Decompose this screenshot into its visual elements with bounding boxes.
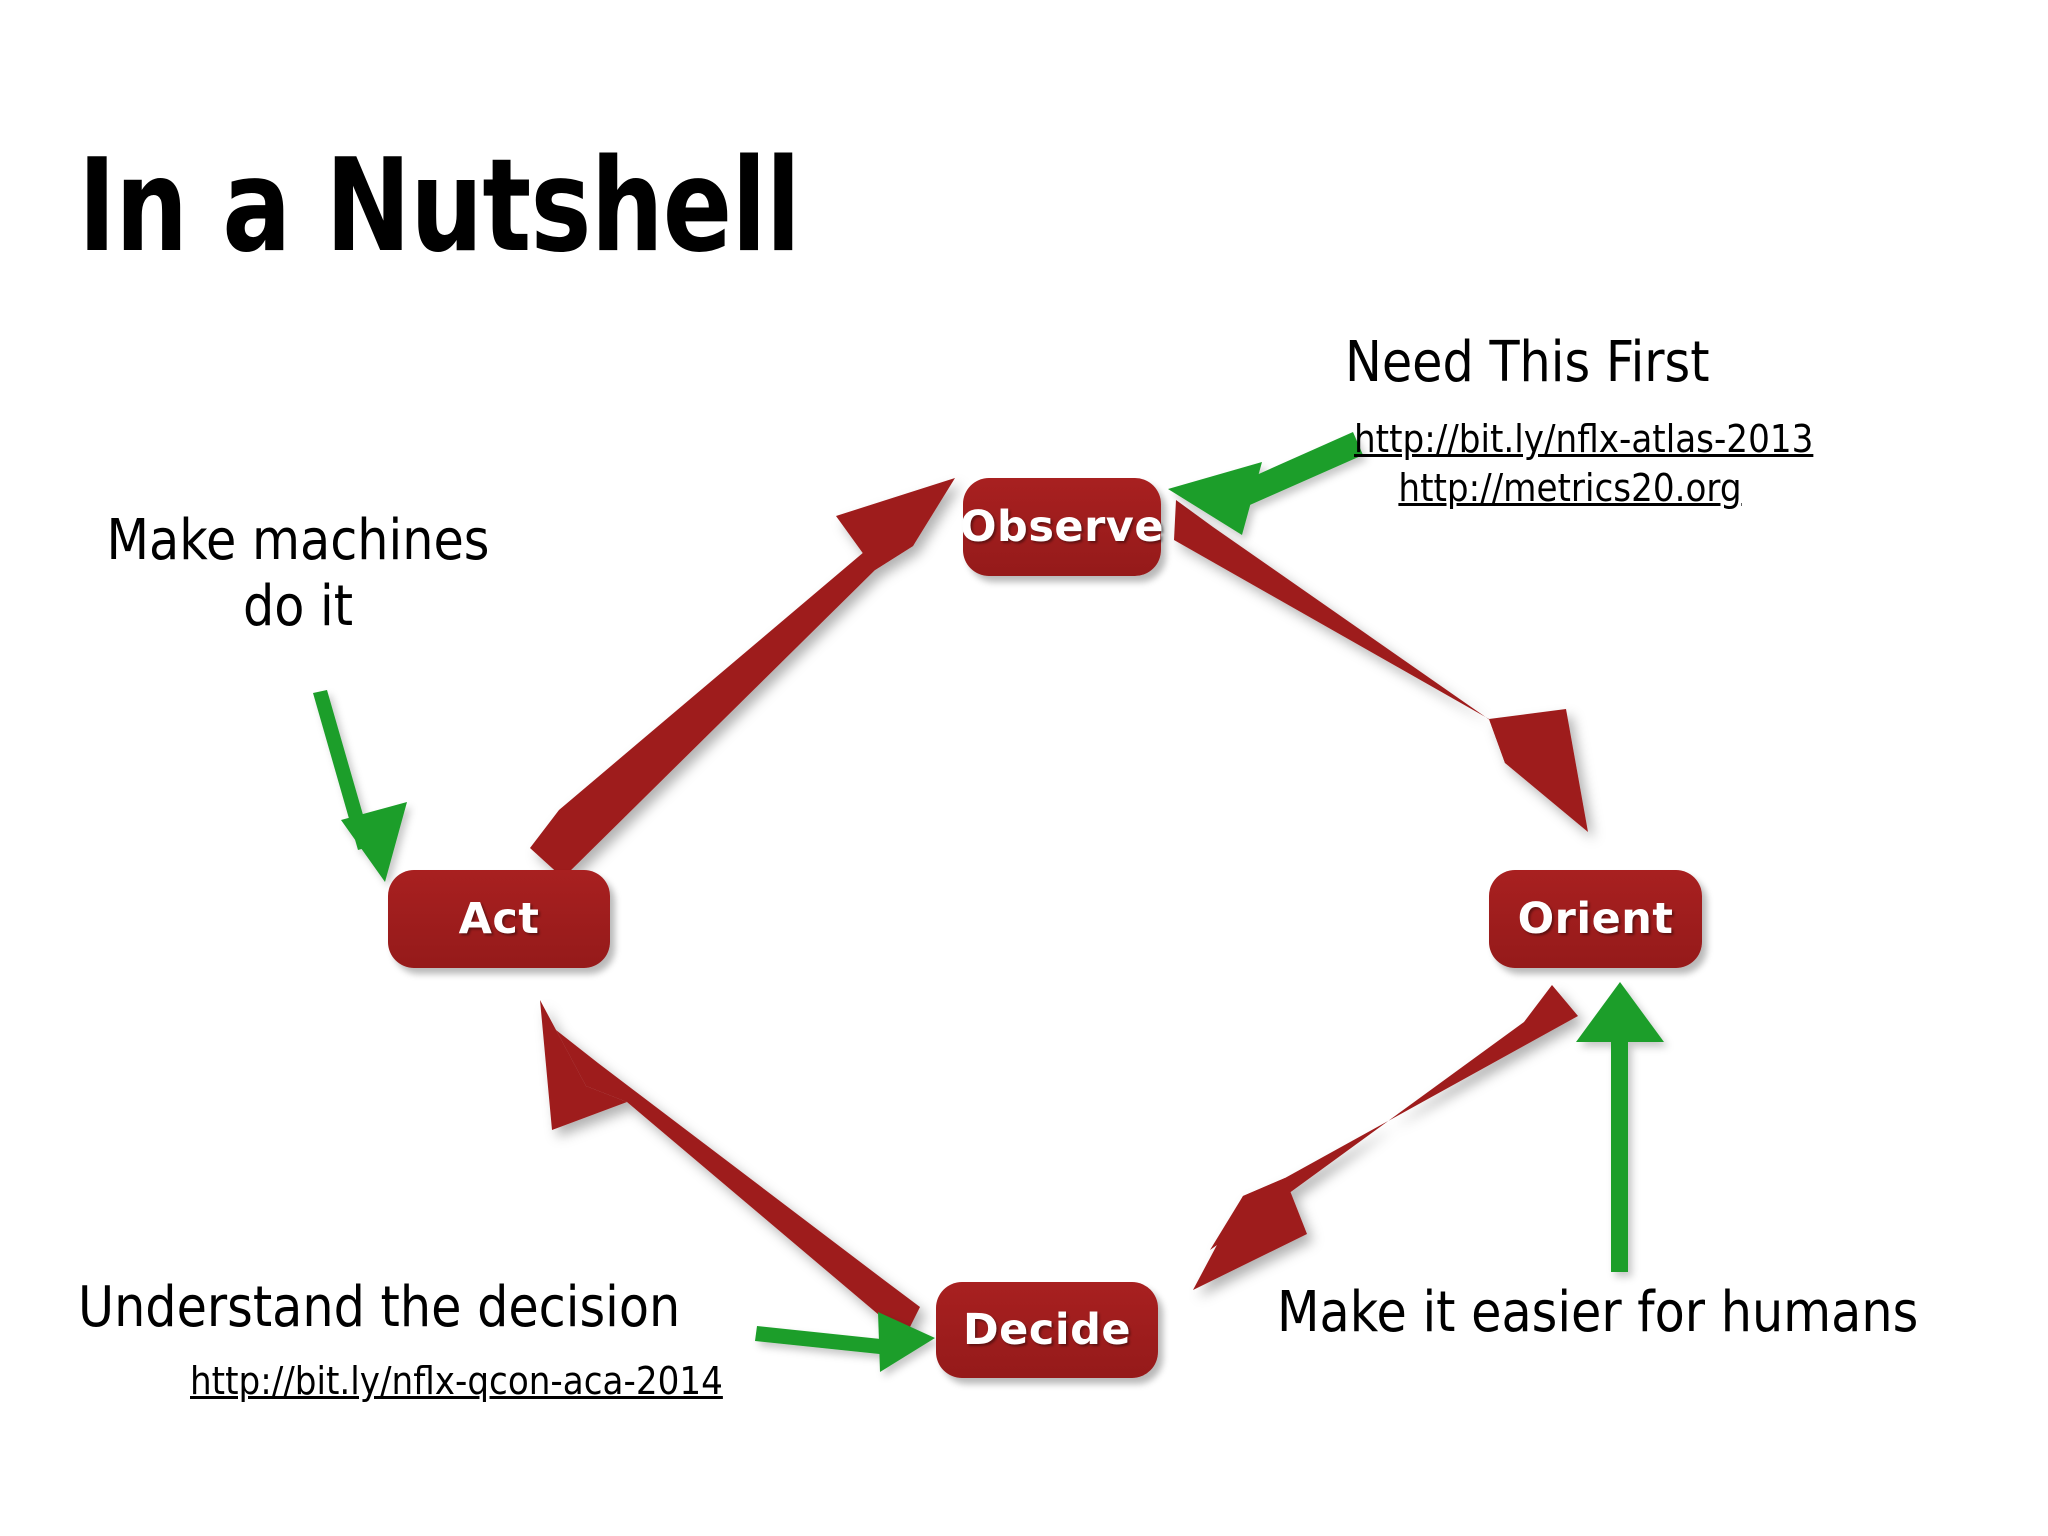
annotation-arrow-understand (755, 1312, 935, 1372)
url-metrics20-org[interactable]: http://metrics20.org (1398, 466, 1742, 511)
annotation-make-machines-line2: do it (242, 574, 354, 640)
loop-arrow-orient-to-decide (1193, 985, 1578, 1290)
node-act[interactable]: Act (388, 870, 610, 968)
node-observe-label: Observe (960, 502, 1164, 552)
node-observe[interactable]: Observe (960, 478, 1164, 576)
node-decide[interactable]: Decide (936, 1282, 1158, 1378)
annotation-arrow-easier-humans (1576, 982, 1664, 1272)
annotation-make-machines-line1: Make machines (106, 508, 490, 573)
loop-arrow-act-to-observe (530, 478, 955, 878)
loop-arrow-observe-to-orient (1174, 500, 1588, 832)
annotation-understand-label: Understand the decision (78, 1275, 681, 1340)
annotation-arrow-make-machines (313, 690, 407, 882)
node-act-label: Act (458, 894, 540, 944)
page-title: In a Nutshell (78, 132, 801, 281)
node-orient[interactable]: Orient (1489, 870, 1702, 968)
annotation-make-machines: Make machines do it (78, 508, 518, 640)
annotation-arrow-need-first (1168, 432, 1363, 535)
loop-arrow-decide-to-act (540, 1000, 920, 1337)
node-orient-label: Orient (1517, 894, 1674, 944)
annotation-need-first-urls: http://bit.ly/nflx-atlas-2013 http://met… (1330, 415, 1814, 514)
url-nflx-qcon-aca-2014[interactable]: http://bit.ly/nflx-qcon-aca-2014 (190, 1359, 723, 1403)
annotation-need-first-label: Need This First (1345, 330, 1710, 395)
annotation-easier-humans-label: Make it easier for humans (1277, 1280, 1919, 1345)
url-nflx-atlas-2013[interactable]: http://bit.ly/nflx-atlas-2013 (1354, 417, 1814, 461)
node-decide-label: Decide (962, 1305, 1132, 1355)
